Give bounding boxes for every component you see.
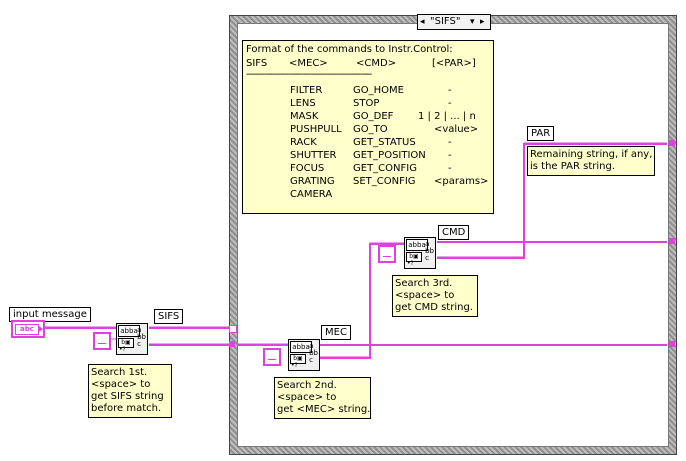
cmd-item: GET_POSITION: [353, 150, 426, 161]
case-dropdown-icon[interactable]: ▾: [470, 17, 475, 27]
par-comment: Remaining string, if any, is the PAR str…: [527, 146, 655, 176]
mec-item: FILTER: [290, 85, 323, 96]
case-selector[interactable]: ◂ "SIFS" ▾ ▸: [417, 14, 491, 30]
function-text-icon: •?: [119, 346, 126, 353]
mec-item: SHUTTER: [290, 150, 337, 161]
comment-line: is the PAR string.: [530, 161, 615, 172]
case-selector-value: "SIFS": [430, 16, 461, 27]
comment-line: Search 2nd.: [277, 380, 337, 391]
input-message-terminal[interactable]: abc: [11, 320, 45, 338]
tunnel-sifs: [229, 325, 237, 333]
format-header-par: [<PAR>]: [432, 58, 476, 69]
comment-line: Remaining string, if any,: [530, 149, 653, 160]
cmd-item: GET_CONFIG: [353, 163, 417, 174]
mec-item: RACK: [290, 137, 317, 148]
comment-line: get <MEC> string.: [277, 404, 371, 415]
mec-item: GRATING: [290, 176, 335, 187]
par-item: -: [448, 85, 452, 96]
command-format-comment: Format of the commands to Instr.Control:…: [242, 40, 494, 214]
space-constant-3[interactable]: [378, 245, 396, 263]
tunnel-main: [229, 341, 235, 347]
cmd-item: GO_HOME: [353, 85, 404, 96]
space-constant-1[interactable]: [93, 332, 111, 350]
wire-label-cmd: CMD: [438, 225, 470, 240]
par-item: -: [448, 163, 452, 174]
search2-comment: Search 2nd. <space> to get <MEC> string.: [274, 377, 371, 419]
format-header-cmd: <CMD>: [356, 58, 397, 69]
function-text-icon: •?: [407, 260, 414, 267]
par-item: <params>: [434, 176, 489, 187]
function-text-icon: b▣: [406, 252, 422, 262]
wire-label-mec: MEC: [321, 325, 351, 340]
mec-item: PUSHPULL: [290, 124, 342, 135]
input-message-label: input message: [9, 307, 91, 322]
par-item: -: [448, 137, 452, 148]
comment-line: Search 3rd.: [395, 278, 453, 289]
par-item: <value>: [434, 124, 479, 135]
search1-comment: Search 1st. <space> to get SIFS string b…: [88, 364, 172, 418]
comment-line: before match.: [91, 403, 162, 414]
case-prev-icon[interactable]: ◂: [420, 17, 425, 27]
cmd-item: GO_TO: [353, 124, 388, 135]
comment-line: get SIFS string: [91, 391, 164, 402]
cmd-item: GET_STATUS: [353, 137, 416, 148]
wire-label-par: PAR: [527, 126, 555, 141]
cmd-item: STOP: [353, 98, 380, 109]
mec-item: FOCUS: [290, 163, 325, 174]
function-text-icon: abba: [118, 325, 140, 337]
tunnel-cmd: [669, 238, 675, 244]
comment-line: Search 1st.: [91, 367, 148, 378]
mec-item: CAMERA: [290, 189, 333, 200]
mec-item: LENS: [290, 98, 316, 109]
function-text-icon: •?: [291, 362, 298, 369]
format-header-mec: <MEC>: [289, 58, 328, 69]
cmd-item: SET_CONFIG: [353, 176, 416, 187]
case-next-icon[interactable]: ▸: [480, 17, 485, 27]
mec-item: MASK: [290, 111, 319, 122]
function-text-icon: b▣: [118, 338, 134, 348]
function-text-icon: b▣: [290, 354, 306, 364]
format-separator: ----------------------------------------…: [246, 69, 372, 80]
string-control-icon: abc: [15, 324, 39, 335]
comment-line: get CMD string.: [395, 302, 473, 313]
search3-comment: Search 3rd. <space> to get CMD string.: [392, 275, 478, 317]
par-item: -: [448, 150, 452, 161]
format-header-sifs: SIFS: [246, 58, 268, 69]
comment-line: <space> to: [395, 290, 455, 301]
function-text-icon: abba: [406, 239, 428, 251]
comment-line: <space> to: [91, 379, 151, 390]
tunnel-mec: [669, 341, 675, 347]
comment-line: <space> to: [277, 392, 337, 403]
par-item: 1 | 2 | ... | n: [418, 111, 476, 122]
par-item: -: [448, 98, 452, 109]
function-text-icon: abba: [290, 341, 312, 353]
cmd-item: GO_DEF: [353, 111, 394, 122]
wire-label-sifs: SIFS: [154, 309, 184, 324]
space-constant-2[interactable]: [263, 348, 281, 366]
format-title: Format of the commands to Instr.Control:: [246, 44, 453, 55]
tunnel-par: [669, 140, 675, 146]
